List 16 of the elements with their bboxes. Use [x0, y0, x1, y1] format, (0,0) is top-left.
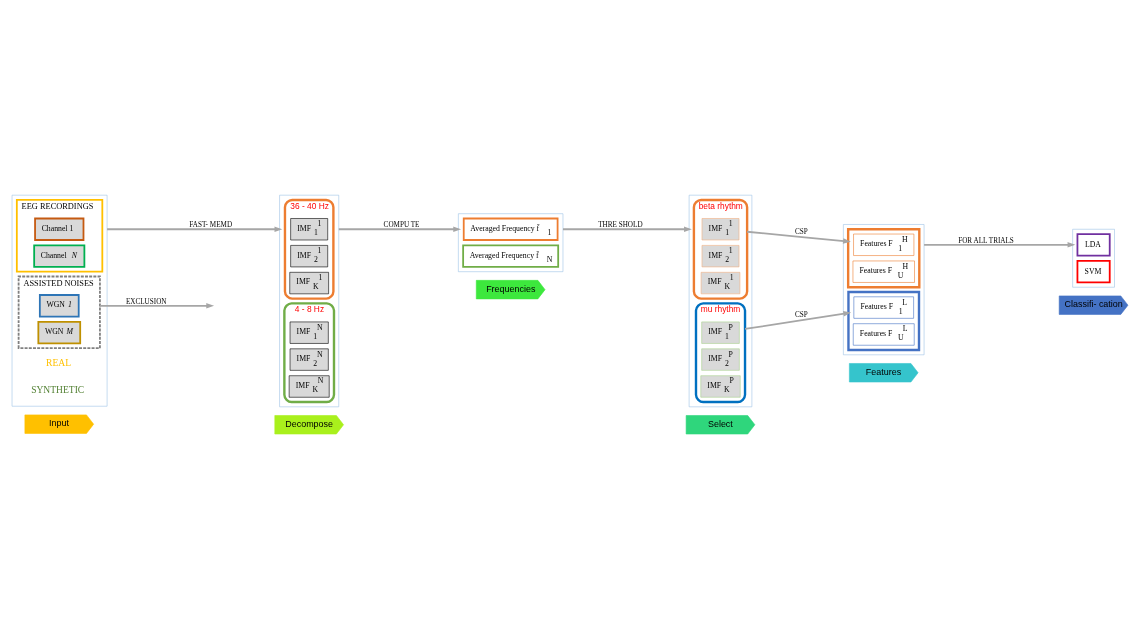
cluster	[11, 194, 108, 407]
cluster	[279, 194, 340, 408]
arrow	[337, 226, 462, 232]
cluster	[847, 290, 921, 352]
arrow	[746, 230, 851, 244]
cluster	[688, 194, 753, 408]
cluster	[458, 213, 564, 272]
arrow	[106, 226, 283, 232]
arrow	[562, 226, 692, 232]
cluster	[1072, 228, 1115, 288]
label: SYNTHETIC	[31, 383, 85, 395]
arrow	[744, 311, 852, 330]
label: REAL	[46, 357, 72, 369]
arrow	[99, 303, 215, 309]
cluster	[846, 228, 921, 289]
arrow	[923, 242, 1076, 248]
